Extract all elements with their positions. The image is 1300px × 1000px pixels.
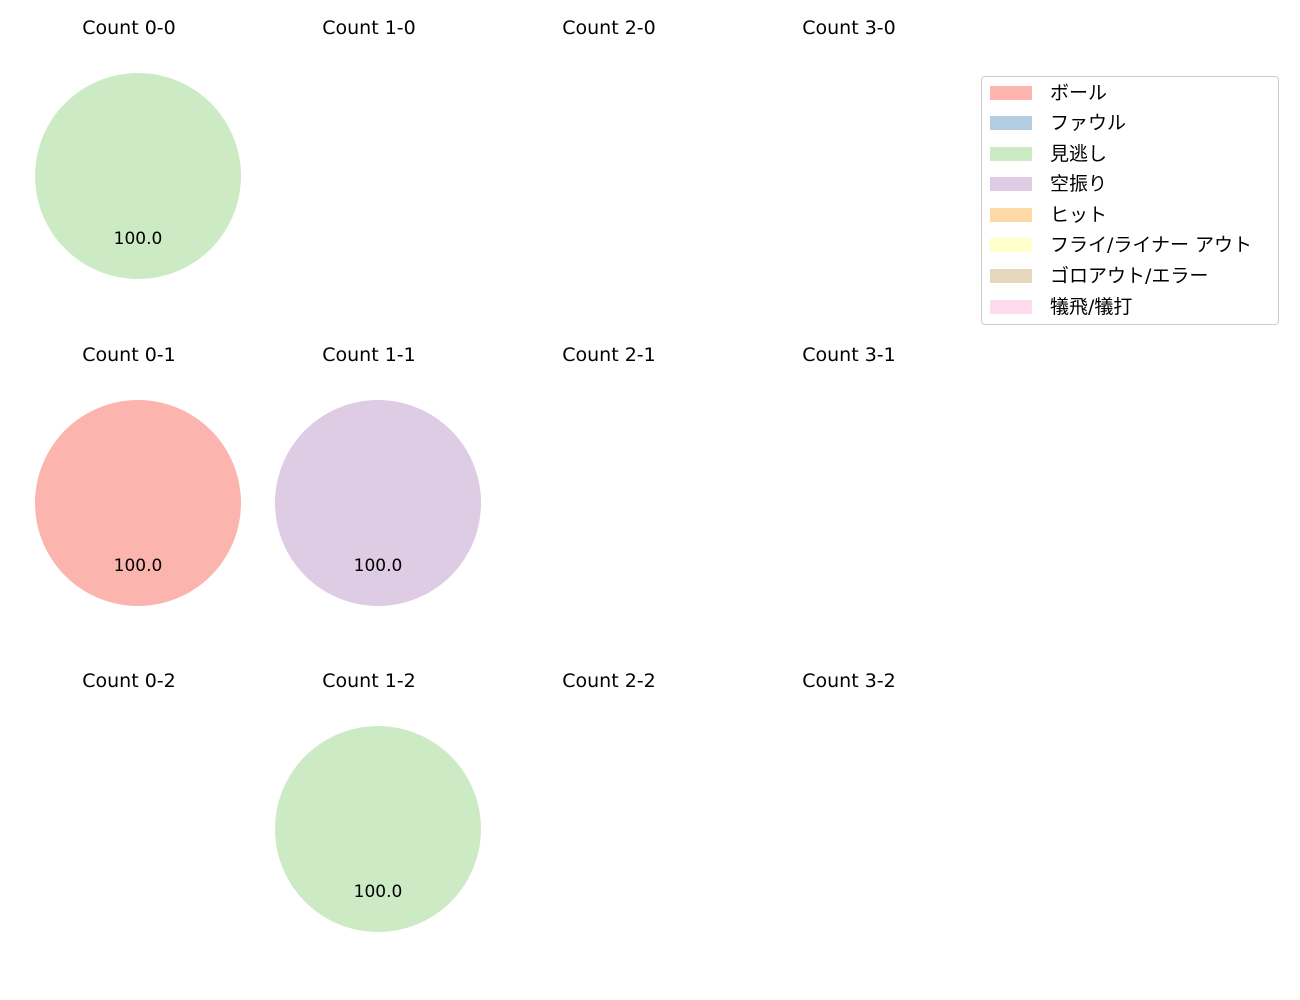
pie-chart: 100.0 [275, 400, 481, 606]
legend-label: ボール [1050, 82, 1108, 104]
pie-slice [35, 73, 241, 279]
pie-chart: 100.0 [35, 73, 241, 279]
legend-label: フライ/ライナー アウト [1050, 234, 1253, 256]
pie-panel: Count 0-0 100.0 [9, 0, 249, 326]
pie-slice [275, 726, 481, 932]
pie-slice [35, 400, 241, 606]
legend-label: ゴロアウト/エラー [1050, 265, 1209, 287]
legend-swatch-swinging-strike [990, 177, 1032, 191]
panel-title: Count 0-1 [82, 344, 176, 366]
panel-title: Count 2-0 [562, 17, 656, 39]
panel-title: Count 3-0 [802, 17, 896, 39]
legend-item-swinging-strike: 空振り [990, 173, 1107, 195]
legend-item-hit: ヒット [990, 204, 1107, 226]
legend-swatch-sacrifice [990, 300, 1032, 314]
pie-panel: Count 0-1 100.0 [9, 327, 249, 653]
legend-label: 犠飛/犠打 [1050, 296, 1133, 318]
pie-percent-label: 100.0 [354, 882, 403, 902]
pie-panel: Count 3-1 [729, 327, 969, 653]
legend-label: ファウル [1050, 112, 1127, 134]
panel-title: Count 3-1 [802, 344, 896, 366]
legend-item-ball: ボール [990, 82, 1107, 104]
pie-slice [275, 400, 481, 606]
pie-panel: Count 2-1 [489, 327, 729, 653]
legend-item-fly-liner-out: フライ/ライナー アウト [990, 234, 1252, 256]
pie-percent-label: 100.0 [114, 229, 163, 249]
pie-panel: Count 3-2 [729, 653, 969, 979]
legend-label: 見逃し [1050, 143, 1108, 165]
panel-title: Count 1-0 [322, 17, 416, 39]
panel-title: Count 0-2 [82, 670, 176, 692]
pie-panel: Count 2-0 [489, 0, 729, 326]
pie-panel: Count 1-2 100.0 [249, 653, 489, 979]
legend: ボール ファウル 見逃し 空振り ヒット フライ/ライナー アウト ゴロアウト/… [981, 76, 1279, 325]
legend-swatch-fly-liner-out [990, 238, 1032, 252]
legend-item-groundout-error: ゴロアウト/エラー [990, 265, 1208, 287]
panel-title: Count 0-0 [82, 17, 176, 39]
pie-chart: 100.0 [275, 726, 481, 932]
panel-title: Count 3-2 [802, 670, 896, 692]
legend-item-called-strike: 見逃し [990, 143, 1107, 165]
legend-label: 空振り [1050, 173, 1108, 195]
pie-panel: Count 0-2 [9, 653, 249, 979]
pie-panel: Count 3-0 [729, 0, 969, 326]
panel-title: Count 1-2 [322, 670, 416, 692]
pie-percent-label: 100.0 [354, 556, 403, 576]
pie-panel: Count 1-0 [249, 0, 489, 326]
legend-item-sacrifice: 犠飛/犠打 [990, 296, 1132, 318]
legend-swatch-foul [990, 116, 1032, 130]
panel-title: Count 1-1 [322, 344, 416, 366]
legend-swatch-groundout-error [990, 269, 1032, 283]
panel-title: Count 2-2 [562, 670, 656, 692]
panel-title: Count 2-1 [562, 344, 656, 366]
pie-percent-label: 100.0 [114, 556, 163, 576]
legend-label: ヒット [1050, 204, 1108, 226]
pie-panel: Count 1-1 100.0 [249, 327, 489, 653]
legend-swatch-called-strike [990, 147, 1032, 161]
legend-item-foul: ファウル [990, 112, 1126, 134]
pie-panel: Count 2-2 [489, 653, 729, 979]
legend-swatch-hit [990, 208, 1032, 222]
legend-swatch-ball [990, 86, 1032, 100]
pie-chart: 100.0 [35, 400, 241, 606]
